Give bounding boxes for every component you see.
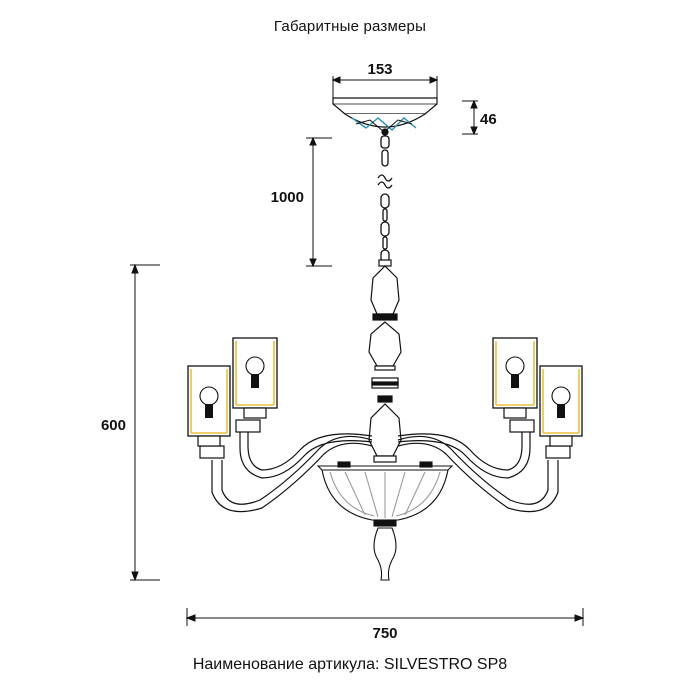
dimension-chain-length-label: 1000 — [271, 189, 304, 206]
article-name: SILVESTRO SP8 — [383, 656, 508, 673]
shade-left-outer — [187, 365, 231, 447]
shade-right-outer — [539, 365, 583, 447]
dimension-canopy-width-label: 153 — [367, 61, 392, 78]
central-bowl — [316, 461, 454, 581]
arms — [211, 420, 559, 513]
article-caption: Наименование артикула: SILVESTRO SP8 — [0, 656, 700, 674]
dimension-canopy-height — [462, 99, 478, 136]
canopy — [332, 97, 438, 136]
shade-left-inner — [232, 337, 278, 419]
page-title: Габаритные размеры — [273, 18, 427, 35]
candle-cups — [199, 419, 571, 459]
central-stem — [368, 259, 402, 463]
chain — [377, 135, 393, 263]
shade-right-inner — [492, 337, 538, 419]
dimension-width — [185, 608, 585, 626]
dimension-chain-length — [306, 136, 332, 268]
dimension-height-label: 600 — [101, 417, 126, 434]
article-label: Наименование артикула: — [192, 656, 380, 673]
dimension-canopy-width — [331, 76, 439, 98]
dimension-canopy-height-label: 46 — [480, 111, 497, 128]
dimension-width-label: 750 — [372, 625, 397, 642]
dimension-height — [130, 263, 160, 582]
